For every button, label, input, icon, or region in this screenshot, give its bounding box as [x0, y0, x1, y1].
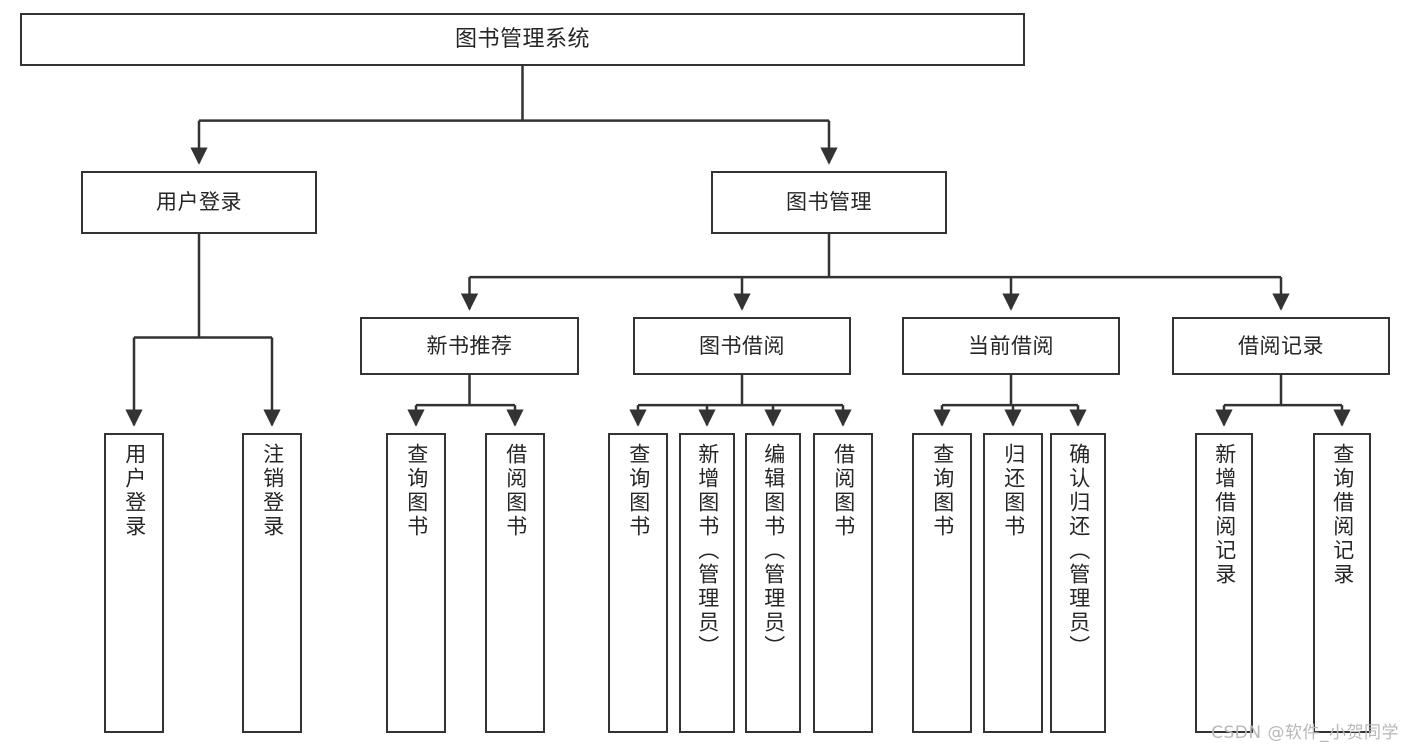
node-leaf-borrow-book-2[interactable]: 借阅图书	[813, 433, 873, 733]
node-label: 查询图书	[626, 443, 651, 539]
node-root[interactable]: 图书管理系统	[20, 13, 1025, 66]
node-leaf-confirm-return[interactable]: 确认归还（管理员）	[1050, 433, 1106, 733]
node-leaf-borrow-book-1[interactable]: 借阅图书	[485, 433, 545, 733]
node-label: 查询图书	[404, 443, 429, 539]
node-label: 新增图书（管理员）	[695, 443, 720, 659]
node-label: 归还图书	[1001, 443, 1026, 539]
node-label: 查询借阅记录	[1330, 443, 1355, 587]
node-label: 确认归还（管理员）	[1066, 443, 1091, 659]
node-label: 图书管理	[786, 190, 872, 215]
node-label: 图书管理系统	[454, 26, 590, 52]
node-label: 新增借阅记录	[1212, 443, 1237, 587]
node-label: 用户登录	[156, 190, 242, 215]
node-leaf-query-book-2[interactable]: 查询图书	[608, 433, 668, 733]
node-leaf-return-book[interactable]: 归还图书	[983, 433, 1043, 733]
node-leaf-user-login[interactable]: 用户登录	[104, 433, 164, 733]
node-label: 注销登录	[260, 443, 285, 539]
node-leaf-query-book-1[interactable]: 查询图书	[386, 433, 446, 733]
node-label: 图书借阅	[699, 333, 785, 358]
node-leaf-add-record[interactable]: 新增借阅记录	[1195, 433, 1253, 733]
node-leaf-edit-book[interactable]: 编辑图书（管理员）	[745, 433, 801, 733]
node-user-login[interactable]: 用户登录	[81, 171, 317, 234]
node-label: 借阅图书	[831, 443, 856, 539]
node-label: 借阅图书	[503, 443, 528, 539]
node-label: 用户登录	[122, 443, 147, 539]
connector-lines	[125, 66, 1351, 427]
node-leaf-query-record[interactable]: 查询借阅记录	[1313, 433, 1371, 733]
node-book-borrow[interactable]: 图书借阅	[633, 317, 851, 375]
node-label: 借阅记录	[1238, 333, 1324, 358]
node-leaf-add-book[interactable]: 新增图书（管理员）	[679, 433, 735, 733]
node-label: 查询图书	[930, 443, 955, 539]
node-book-manage[interactable]: 图书管理	[711, 171, 947, 234]
node-new-book-rec[interactable]: 新书推荐	[360, 317, 579, 375]
node-borrow-record[interactable]: 借阅记录	[1172, 317, 1390, 375]
node-leaf-query-book-3[interactable]: 查询图书	[912, 433, 972, 733]
node-label: 当前借阅	[968, 333, 1054, 358]
node-label: 新书推荐	[426, 333, 513, 358]
node-leaf-user-logout[interactable]: 注销登录	[242, 433, 302, 733]
node-label: 编辑图书（管理员）	[761, 443, 786, 659]
node-current-borrow[interactable]: 当前借阅	[902, 317, 1120, 375]
